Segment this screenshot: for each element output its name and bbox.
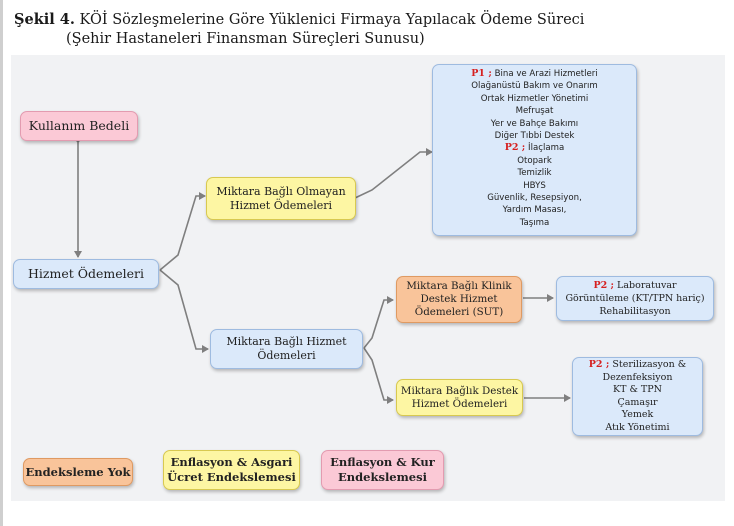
clinical-services-box: P2 ; Laboratuvar Görüntüleme (KT/TPN har… bbox=[556, 276, 714, 321]
destek-line-1: Miktara Bağlık Destek bbox=[400, 384, 519, 397]
connector-hizmet-bagli bbox=[159, 269, 209, 353]
p1-item: Yer ve Bahçe Bakımı bbox=[490, 118, 579, 129]
connector-olmayan-services bbox=[354, 148, 433, 199]
figure-caption: Şekil 4. KÖİ Sözleşmelerine Göre Yükleni… bbox=[14, 10, 714, 49]
legend-no-indexation-label: Endeksleme Yok bbox=[25, 464, 131, 479]
p2-item: Temizlik bbox=[517, 168, 552, 179]
support-item: Çamaşır bbox=[617, 396, 658, 408]
miktara-bagli-box: Miktara Bağlı Hizmet Ödemeleri bbox=[210, 329, 363, 369]
kullanim-bedeli-label: Kullanım Bedeli bbox=[28, 118, 130, 133]
p2-item: HBYS bbox=[523, 180, 546, 191]
legend-no-indexation: Endeksleme Yok bbox=[23, 458, 133, 486]
clinical-item: Rehabilitasyon bbox=[599, 306, 671, 317]
miktara-bagli-olmayan-box: Miktara Bağlı Olmayan Hizmet Ödemeleri bbox=[206, 177, 356, 220]
kullanim-bedeli-box: Kullanım Bedeli bbox=[20, 111, 138, 141]
destek-line-2: Hizmet Ödemeleri bbox=[411, 397, 508, 410]
legend-inflation-fx-line-1: Enflasyon & Kur bbox=[330, 455, 435, 469]
bagli-line-2: Ödemeleri bbox=[257, 349, 316, 362]
p2-item: Otopark bbox=[517, 155, 552, 166]
clinical-item: Görüntüleme (KT/TPN hariç) bbox=[565, 293, 705, 304]
support-item: Dezenfeksiyon bbox=[602, 371, 673, 383]
klinik-line-1: Miktara Bağlı Klinik bbox=[406, 280, 512, 292]
p1-header: P1 ; Bina ve Arazi Hizmetleri bbox=[471, 68, 597, 80]
clinical-first-item: Laboratuvar bbox=[617, 280, 677, 291]
connector-hizmet-olmayan bbox=[159, 192, 206, 271]
support-p2-label: P2 ; bbox=[588, 359, 610, 370]
bagli-line-1: Miktara Bağlı Hizmet bbox=[226, 335, 347, 348]
p1-item: Ortak Hizmetler Yönetimi bbox=[480, 93, 589, 104]
p1-item: Diğer Tıbbi Destek bbox=[494, 131, 575, 142]
hizmet-odemeleri-box: Hizmet Ödemeleri bbox=[13, 259, 159, 289]
klinik-line-2: Destek Hizmet bbox=[420, 293, 498, 305]
clinical-header: P2 ; Laboratuvar bbox=[593, 279, 676, 292]
p1-item: Olağanüstü Bakım ve Onarım bbox=[471, 81, 598, 92]
p2-item: Yardım Masası, bbox=[502, 205, 567, 216]
legend-inflation-wage: Enflasyon & Asgari Ücret Endekslemesi bbox=[163, 450, 300, 490]
support-item: KT & TPN bbox=[613, 384, 662, 395]
support-item: Yemek bbox=[621, 409, 654, 420]
support-header: P2 ; Sterilizasyon & bbox=[589, 359, 686, 372]
p2-item: Güvenlik, Resepsiyon, bbox=[487, 193, 582, 204]
clinical-p2-label: P2 ; bbox=[593, 280, 615, 291]
legend-inflation-wage-line-1: Enflasyon & Asgari bbox=[170, 455, 293, 469]
page-left-rule bbox=[0, 0, 3, 526]
connector-bagli-klinik bbox=[363, 296, 394, 349]
support-item: Atık Yönetimi bbox=[605, 421, 670, 433]
connector-bagli-destek bbox=[363, 347, 394, 404]
support-services-box: P2 ; Sterilizasyon & Dezenfeksiyon KT & … bbox=[572, 357, 703, 436]
olmayan-line-1: Miktara Bağlı Olmayan bbox=[216, 184, 346, 198]
support-first-item: Sterilizasyon & bbox=[612, 359, 687, 370]
p1-label: P1 ; bbox=[471, 68, 492, 79]
legend-inflation-fx-line-2: Endekslemesi bbox=[338, 470, 427, 484]
services-box: P1 ; Bina ve Arazi Hizmetleri Olağanüstü… bbox=[432, 64, 637, 236]
caption-title: KÖİ Sözleşmelerine Göre Yüklenici Firmay… bbox=[74, 12, 585, 28]
legend-inflation-wage-line-2: Ücret Endekslemesi bbox=[167, 470, 296, 484]
hizmet-odemeleri-label: Hizmet Ödemeleri bbox=[28, 266, 144, 281]
p2-label: P2 ; bbox=[504, 142, 526, 154]
p2-item: Taşıma bbox=[519, 217, 550, 228]
p1-item: Mefruşat bbox=[515, 106, 554, 117]
olmayan-line-2: Hizmet Ödemeleri bbox=[229, 198, 333, 212]
p2-header: P2 ; İlaçlama bbox=[505, 142, 565, 154]
klinik-destek-box: Miktara Bağlı Klinik Destek Hizmet Ödeme… bbox=[396, 276, 522, 323]
caption-subtitle: (Şehir Hastaneleri Finansman Süreçleri S… bbox=[66, 31, 425, 47]
p1-first-item: Bina ve Arazi Hizmetleri bbox=[494, 69, 598, 79]
p2-first-item: İlaçlama bbox=[528, 143, 565, 154]
legend-inflation-fx: Enflasyon & Kur Endekslemesi bbox=[321, 450, 444, 490]
caption-label: Şekil 4. bbox=[14, 11, 75, 28]
destek-hizmet-box: Miktara Bağlık Destek Hizmet Ödemeleri bbox=[396, 379, 523, 416]
klinik-line-3: Ödemeleri (SUT) bbox=[414, 306, 504, 318]
